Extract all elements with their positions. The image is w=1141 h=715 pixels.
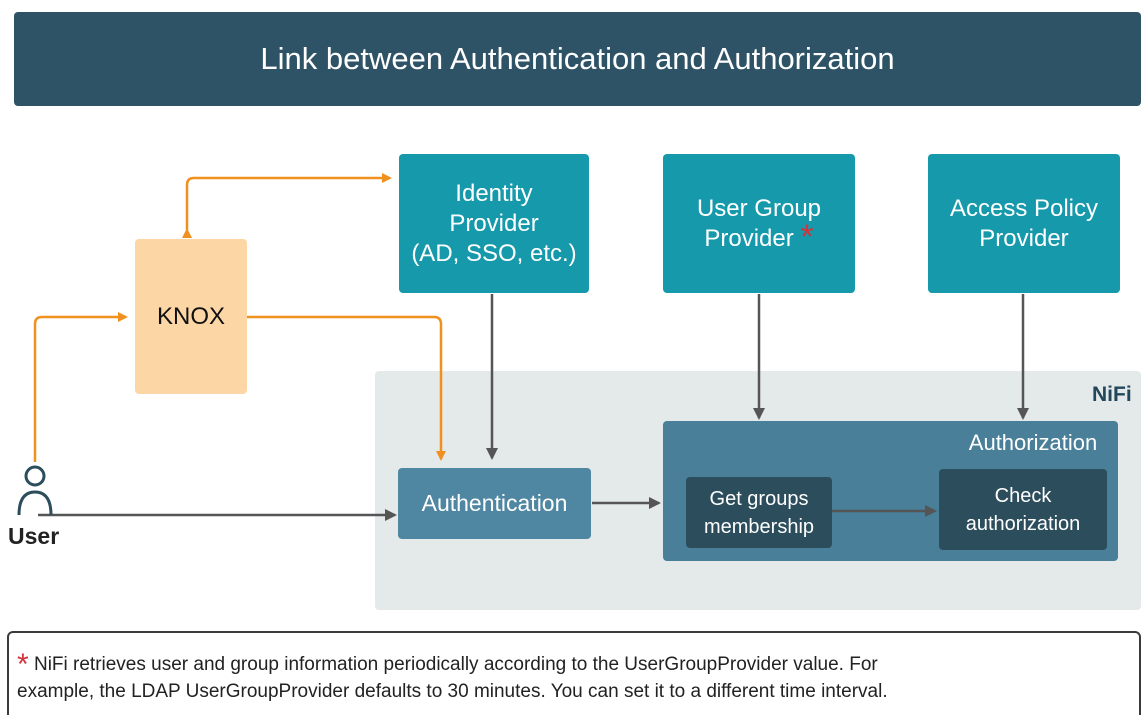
arrow-user-knox <box>33 312 128 462</box>
get-groups-membership-box: Get groups membership <box>686 477 832 548</box>
footnote-line-1: NiFi retrieves user and group informatio… <box>28 654 878 675</box>
check-authorization-line-1: Check <box>994 484 1052 507</box>
user-group-provider-box: User Group Provider * <box>663 154 855 293</box>
footnote-line-2: example, the LDAP UserGroupProvider defa… <box>17 681 888 702</box>
check-authorization-box: Check authorization <box>939 469 1107 550</box>
title-banner: Link between Authentication and Authoriz… <box>14 12 1141 106</box>
arrow-knox-authentication <box>247 315 446 461</box>
user-group-provider-line-1: User Group <box>696 194 822 222</box>
footnote-asterisk: * <box>17 648 29 681</box>
nifi-label: NiFi <box>1092 383 1132 406</box>
access-policy-provider-line-1: Access Policy <box>949 194 1099 222</box>
diagram-title: Link between Authentication and Authoriz… <box>260 41 895 76</box>
check-authorization-line-2: authorization <box>965 512 1081 535</box>
authentication-label: Authentication <box>421 490 568 516</box>
get-groups-line-1: Get groups <box>709 487 809 510</box>
user-icon <box>17 465 53 516</box>
identity-provider-line-3: (AD, SSO, etc.) <box>411 239 577 267</box>
authorization-label: Authorization <box>968 430 1098 455</box>
get-groups-line-2: membership <box>703 515 815 538</box>
access-policy-provider-box: Access Policy Provider <box>928 154 1120 293</box>
knox-box: KNOX <box>135 239 247 394</box>
user-label: User <box>8 523 60 549</box>
asterisk-marker: * <box>800 217 814 256</box>
authentication-box: Authentication <box>398 468 591 539</box>
knox-label: KNOX <box>156 302 225 330</box>
identity-provider-line-2: Provider <box>449 209 539 237</box>
access-policy-provider-line-2: Provider <box>979 224 1069 252</box>
user-group-provider-line-2: Provider <box>704 224 794 252</box>
identity-provider-line-1: Identity <box>455 179 533 207</box>
arrow-knox-identity-provider <box>182 173 392 238</box>
footnote-box: * NiFi retrieves user and group informat… <box>7 631 1141 715</box>
identity-provider-box: Identity Provider (AD, SSO, etc.) <box>399 154 589 293</box>
